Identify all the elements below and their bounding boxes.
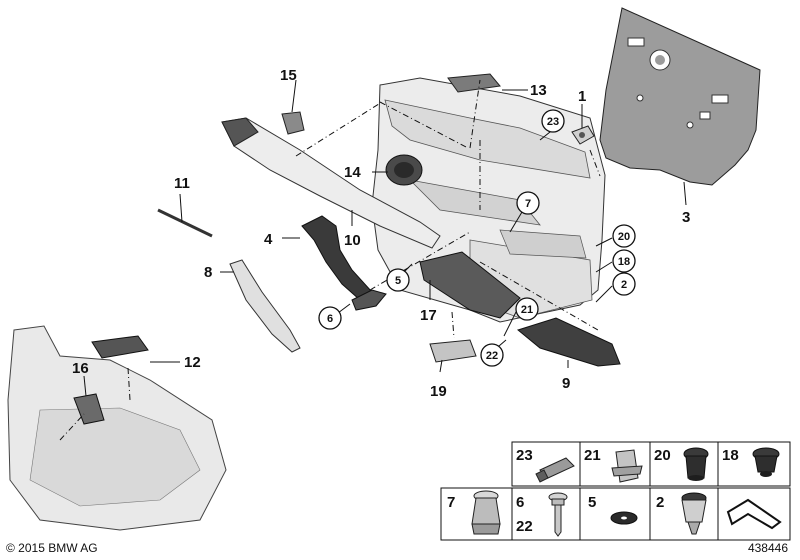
callout-3: 3	[682, 209, 690, 226]
legend-label-7: 7	[447, 494, 455, 511]
svg-text:21: 21	[521, 304, 533, 316]
callout-14: 14	[344, 164, 361, 181]
callout-8: 8	[204, 264, 212, 281]
legend-label-5: 5	[588, 494, 596, 511]
svg-text:7: 7	[525, 198, 531, 210]
part-19	[429, 339, 477, 363]
svg-text:5: 5	[395, 275, 401, 287]
switch-panel-12	[91, 335, 149, 359]
circled-callout-6: 6	[318, 306, 342, 330]
clip-21-icon	[611, 449, 643, 483]
trim-cover-13	[447, 73, 501, 93]
callout-11: 11	[174, 175, 190, 192]
plug-18-icon	[752, 447, 780, 477]
legend-label-6: 6	[516, 494, 524, 511]
fastener-legend: 23 21 20 18 7 6 22 5 2	[440, 441, 791, 541]
svg-text:18: 18	[618, 256, 630, 268]
callout-15: 15	[280, 67, 297, 84]
legend-label-18: 18	[722, 447, 739, 464]
callout-10: 10	[344, 232, 361, 249]
circled-callout-18: 18	[612, 249, 636, 273]
svg-text:23: 23	[547, 116, 559, 128]
door-pocket-9	[516, 317, 621, 367]
legend-label-22: 22	[516, 518, 533, 535]
legend-label-2: 2	[656, 494, 664, 511]
inner-door-frame	[7, 325, 227, 531]
circled-callout-7: 7	[516, 191, 540, 215]
callout-9: 9	[562, 375, 570, 392]
callout-19: 19	[430, 383, 447, 400]
clip-1	[571, 125, 595, 145]
armrest-trim-10	[221, 117, 441, 249]
circled-callout-20: 20	[612, 224, 636, 248]
diagram-number: 438446	[747, 541, 788, 555]
part-8	[229, 259, 301, 353]
legend-label-23: 23	[516, 447, 533, 464]
dash-lines	[59, 79, 601, 441]
legend-label-21: 21	[584, 447, 601, 464]
part-6	[351, 289, 387, 311]
arrow-shape-icon	[726, 498, 782, 530]
callout-16: 16	[72, 360, 89, 377]
legend-label-20: 20	[654, 447, 671, 464]
nut-7-icon	[471, 490, 501, 535]
storage-mat-17	[419, 251, 521, 319]
sound-insulation-panel	[599, 7, 761, 186]
circled-callout-22: 22	[480, 343, 504, 367]
callout-1: 1	[578, 88, 586, 105]
circled-callout-23: 23	[541, 109, 565, 133]
callout-17: 17	[420, 307, 437, 324]
circled-callout-5: 5	[386, 268, 410, 292]
clip-23-icon	[535, 457, 575, 483]
screw-6-icon	[548, 492, 568, 537]
copyright-notice: © 2015 BMW AG	[6, 541, 98, 555]
part-15	[281, 111, 305, 135]
callout-13: 13	[530, 82, 547, 99]
svg-text:2: 2	[621, 279, 627, 291]
svg-text:20: 20	[618, 231, 630, 243]
plug-20-icon	[683, 447, 709, 481]
callout-4: 4	[264, 231, 273, 248]
svg-text:6: 6	[327, 313, 333, 325]
pull-handle-4	[301, 215, 373, 301]
circled-callout-21: 21	[515, 297, 539, 321]
expansion-rivet-2-icon	[681, 492, 707, 535]
svg-text:22: 22	[486, 350, 498, 362]
washer-5-icon	[610, 511, 638, 525]
part-11-rod	[157, 208, 213, 238]
circled-callout-2: 2	[612, 272, 636, 296]
callout-12: 12	[184, 354, 201, 371]
